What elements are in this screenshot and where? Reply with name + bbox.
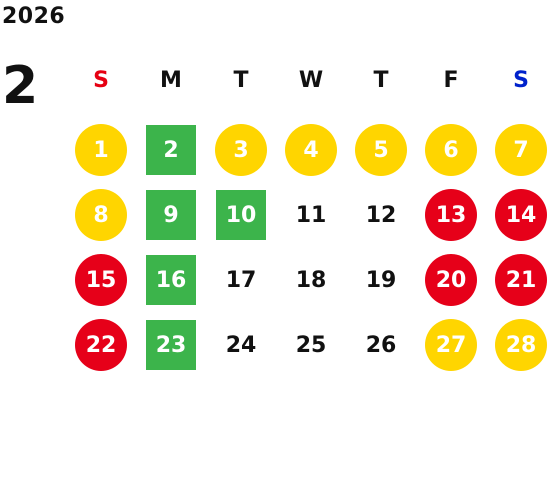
calendar-day[interactable]: 20 xyxy=(425,254,477,306)
weekday-label: T xyxy=(233,68,249,93)
weekday-label: F xyxy=(443,68,459,93)
calendar-day[interactable]: 23 xyxy=(146,320,196,370)
weekday-label: M xyxy=(160,68,182,93)
calendar-day[interactable]: 5 xyxy=(355,124,407,176)
calendar-day[interactable]: 13 xyxy=(425,189,477,241)
calendar-day[interactable]: 2 xyxy=(146,125,196,175)
calendar-day[interactable]: 21 xyxy=(495,254,547,306)
weekday-label: S xyxy=(93,68,109,93)
calendar-day[interactable]: 26 xyxy=(365,332,397,358)
weekday-label: T xyxy=(373,68,389,93)
calendar-day[interactable]: 17 xyxy=(225,267,257,293)
calendar-year: 2026 xyxy=(2,4,66,29)
calendar-day[interactable]: 16 xyxy=(146,255,196,305)
calendar-day[interactable]: 10 xyxy=(216,190,266,240)
calendar-day[interactable]: 14 xyxy=(495,189,547,241)
calendar-day[interactable]: 9 xyxy=(146,190,196,240)
calendar-day[interactable]: 27 xyxy=(425,319,477,371)
calendar-day[interactable]: 6 xyxy=(425,124,477,176)
calendar-day[interactable]: 1 xyxy=(75,124,127,176)
calendar-month: 2 xyxy=(2,56,39,116)
calendar-day[interactable]: 3 xyxy=(215,124,267,176)
calendar-day[interactable]: 11 xyxy=(295,202,327,228)
calendar-day[interactable]: 8 xyxy=(75,189,127,241)
calendar-day[interactable]: 28 xyxy=(495,319,547,371)
calendar-day[interactable]: 15 xyxy=(75,254,127,306)
calendar-day[interactable]: 4 xyxy=(285,124,337,176)
calendar-day[interactable]: 24 xyxy=(225,332,257,358)
calendar-day[interactable]: 12 xyxy=(365,202,397,228)
calendar-day[interactable]: 25 xyxy=(295,332,327,358)
calendar-day[interactable]: 18 xyxy=(295,267,327,293)
calendar-day[interactable]: 19 xyxy=(365,267,397,293)
weekday-label: S xyxy=(513,68,529,93)
calendar-day[interactable]: 22 xyxy=(75,319,127,371)
calendar-day[interactable]: 7 xyxy=(495,124,547,176)
weekday-label: W xyxy=(298,68,324,93)
